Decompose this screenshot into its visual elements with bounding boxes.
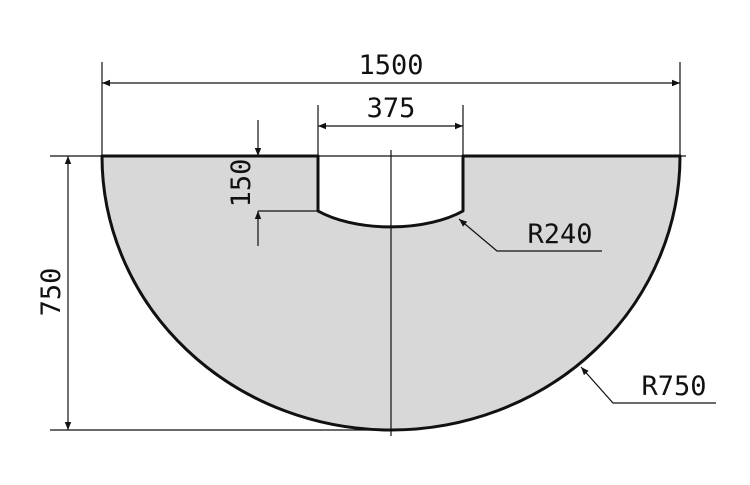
outer-radius-label: R750 [641,371,706,402]
leader-inner-radius: R240 [458,218,602,252]
leader-outer-radius: R750 [580,366,716,404]
dimension-overall-width: 1500 [101,50,681,156]
overall-height-label: 750 [36,268,67,317]
dimension-slot-width: 375 [317,93,464,156]
dimension-slot-depth: 150 [226,120,318,246]
slot-depth-label: 150 [226,159,257,208]
overall-width-label: 1500 [358,50,423,81]
inner-radius-label: R240 [527,219,592,250]
dimension-overall-height: 750 [36,156,72,430]
slot-width-label: 375 [367,93,416,124]
